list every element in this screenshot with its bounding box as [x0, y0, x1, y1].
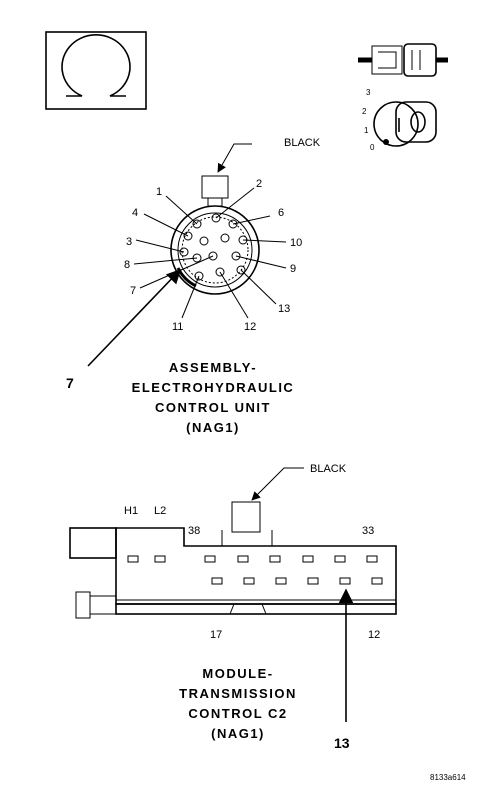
pin-label-13: 13 — [278, 303, 290, 315]
pin-label-10: 10 — [290, 237, 302, 249]
pin-label-8: 8 — [124, 259, 130, 271]
omega-symbol-icon — [45, 31, 147, 110]
label-l2: L2 — [154, 505, 166, 517]
pin-label-11: 11 — [172, 321, 183, 333]
connector2-caption: MODULE- TRANSMISSION CONTROL C2 (NAG1) — [179, 666, 297, 741]
key-position-1: 1 — [364, 126, 369, 135]
svg-text:MODULE-: MODULE- — [202, 666, 273, 681]
ignition-key-icon: 3 2 1 0 — [362, 88, 437, 152]
key-position-0: 0 — [370, 143, 375, 152]
pin-numbers: 1 2 4 6 3 10 8 9 7 13 11 12 — [124, 178, 302, 333]
pin-label-1: 1 — [156, 186, 162, 198]
pin-label-3: 3 — [126, 236, 132, 248]
svg-text:7: 7 — [66, 375, 74, 391]
pin-label-12: 12 — [244, 321, 256, 333]
svg-text:CONTROL UNIT: CONTROL UNIT — [155, 400, 271, 415]
svg-text:ELECTROHYDRAULIC: ELECTROHYDRAULIC — [132, 380, 295, 395]
svg-text:ASSEMBLY-: ASSEMBLY- — [169, 360, 257, 375]
callout-7: 7 — [66, 268, 181, 391]
pin-label-2: 2 — [256, 178, 262, 190]
pin-label-4: 4 — [132, 207, 138, 219]
svg-text:BLACK: BLACK — [284, 137, 321, 149]
svg-text:BLACK: BLACK — [310, 463, 347, 475]
svg-text:(NAG1): (NAG1) — [211, 726, 265, 741]
callout-13: 13 — [334, 588, 354, 751]
key-position-2: 2 — [362, 107, 367, 116]
pin-label-7: 7 — [130, 285, 136, 297]
svg-text:CONTROL C2: CONTROL C2 — [188, 706, 287, 721]
svg-text:13: 13 — [334, 735, 350, 751]
connector1-caption: ASSEMBLY- ELECTROHYDRAULIC CONTROL UNIT … — [132, 360, 295, 435]
label-h1: H1 — [124, 505, 138, 517]
connector2-wire-label: BLACK — [251, 463, 347, 501]
connector-plug-icon — [358, 43, 448, 77]
label-38: 38 — [188, 525, 200, 537]
label-33: 33 — [362, 525, 374, 537]
module-connector — [69, 501, 397, 619]
key-position-3: 3 — [366, 88, 371, 97]
pin-label-6: 6 — [278, 207, 284, 219]
round-connector — [170, 175, 260, 295]
connector2-labels: H1 L2 38 33 17 12 — [124, 505, 380, 641]
svg-text:(NAG1): (NAG1) — [186, 420, 240, 435]
pin-leaders — [133, 187, 287, 319]
figure-code: 8133a614 — [430, 773, 466, 782]
svg-text:TRANSMISSION: TRANSMISSION — [179, 686, 297, 701]
pin-label-9: 9 — [290, 263, 296, 275]
connector1-wire-label: BLACK — [217, 137, 321, 173]
label-17: 17 — [210, 629, 222, 641]
label-12: 12 — [368, 629, 380, 641]
